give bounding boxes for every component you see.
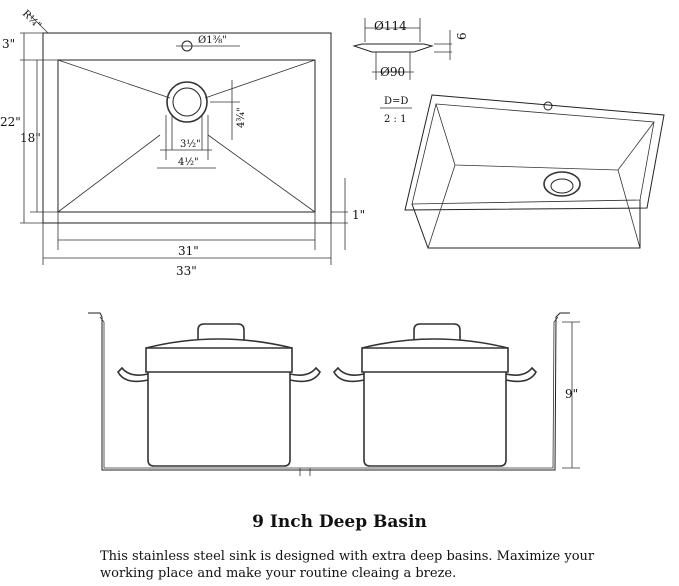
scale-note-label: D=D <box>384 96 408 107</box>
outer-rim <box>42 32 332 224</box>
drain-inner <box>172 87 202 117</box>
scale-note: D=D 2 : 1 <box>380 96 412 125</box>
section-depth-label: 9" <box>565 387 578 401</box>
caption-body: This stainless steel sink is designed wi… <box>100 549 595 581</box>
section-view: 9" <box>88 312 580 476</box>
basin-section <box>88 312 570 471</box>
lid-handle-icon <box>197 323 245 340</box>
rim-label: 1" <box>352 208 365 222</box>
strainer-detail: Ø114 Ø90 6 <box>352 18 469 80</box>
drain-outer-label: 4½" <box>178 157 199 168</box>
drain-inner-label: 3½" <box>180 139 201 150</box>
top-margin-label: 3" <box>2 37 15 51</box>
outer-depth-label: 22" <box>0 115 21 129</box>
strainer-shape <box>352 43 434 53</box>
drain-height-label: 4¾" <box>236 107 247 128</box>
pot-left <box>117 323 321 467</box>
top-view: Ø1⅜" 4¾" 3½" 4½" R¼" 3" 22" 18" 1" <box>0 8 365 278</box>
pot-right <box>333 323 537 467</box>
perspective-view <box>404 94 665 249</box>
inner-width-label: 31" <box>178 244 199 258</box>
lid-handle-icon <box>413 323 461 340</box>
drain-dia-label: Ø1⅜" <box>198 35 227 46</box>
outer-width-label: 33" <box>176 264 197 278</box>
perspective-faucet-hole <box>543 101 553 111</box>
scale-ratio-label: 2 : 1 <box>384 114 406 125</box>
corner-radius-label: R¼" <box>20 8 43 31</box>
inner-depth-label: 18" <box>20 131 41 145</box>
perspective-drain <box>543 171 581 197</box>
strainer-inner-label: Ø90 <box>380 65 405 79</box>
caption-title: 9 Inch Deep Basin <box>252 512 427 532</box>
drain-outer <box>166 81 208 123</box>
inner-basin <box>57 59 316 213</box>
strainer-outer-label: Ø114 <box>374 19 407 33</box>
strainer-height-label: 6 <box>455 32 469 40</box>
perspective-rim <box>404 94 665 211</box>
